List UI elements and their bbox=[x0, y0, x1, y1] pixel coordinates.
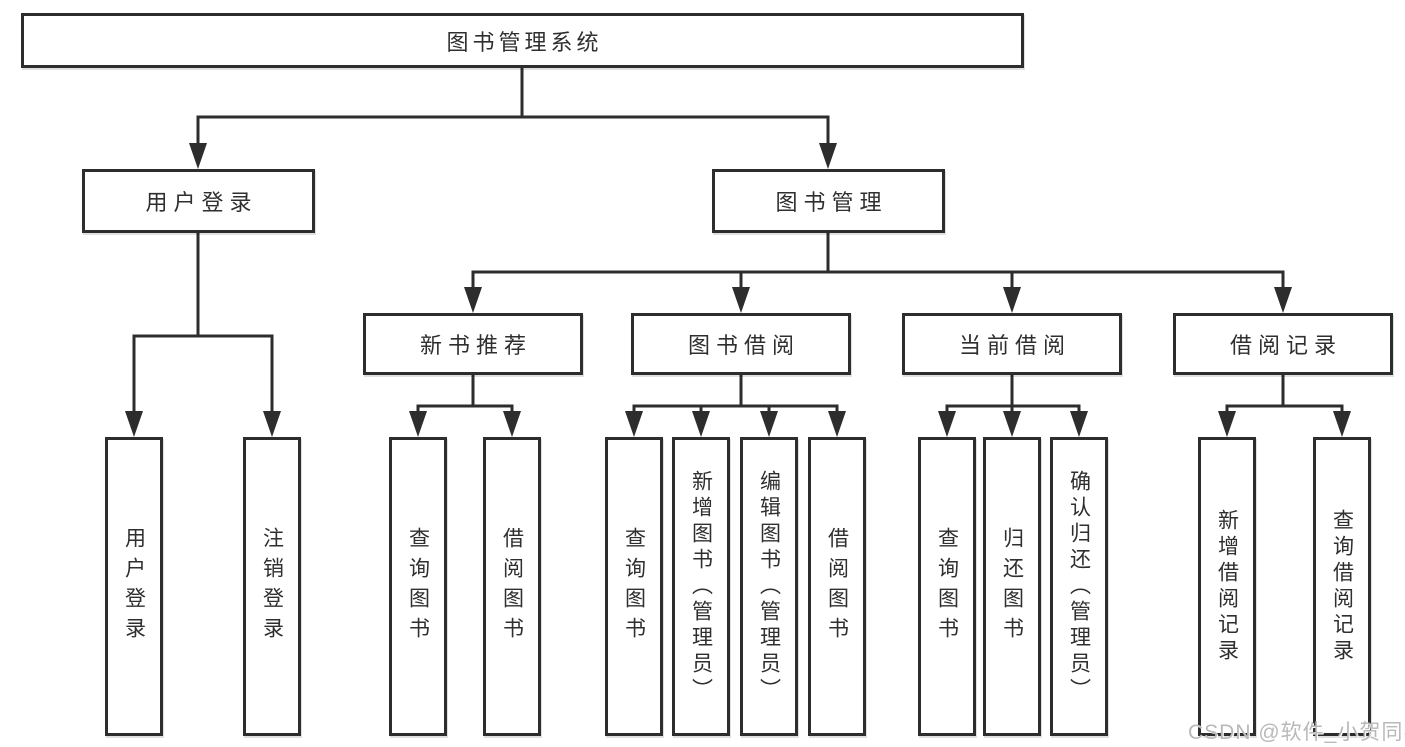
node-borrow-records-label: 借阅记录 bbox=[1229, 333, 1342, 358]
watermark: CSDN @软件_小贺同学 bbox=[1188, 721, 1405, 744]
leaf-add-borrow-record: 新增借阅记录 bbox=[1198, 437, 1256, 736]
leaf-edit-book-admin: 编辑图书（管理员） bbox=[740, 437, 798, 736]
leaf-query-book-current: 查询图书 bbox=[918, 437, 976, 736]
leaf-borrow-book-label: 借阅图书 bbox=[825, 526, 849, 647]
leaf-logout: 注销登录 bbox=[243, 437, 301, 736]
leaf-query-book-recommend: 查询图书 bbox=[389, 437, 447, 736]
node-new-book-recommend-label: 新书推荐 bbox=[419, 333, 532, 358]
leaf-borrow-book-recommend: 借阅图书 bbox=[483, 437, 541, 736]
leaf-query-book-recommend-label: 查询图书 bbox=[406, 526, 430, 647]
leaf-confirm-return-admin-label: 确认归还（管理员） bbox=[1067, 469, 1091, 704]
arrowheads bbox=[125, 143, 1351, 437]
node-book-management: 图书管理 bbox=[712, 169, 945, 233]
node-borrow-records: 借阅记录 bbox=[1173, 313, 1393, 375]
leaf-return-book-label: 归还图书 bbox=[1000, 526, 1024, 647]
leaf-borrow-book: 借阅图书 bbox=[808, 437, 866, 736]
leaf-add-book-admin: 新增图书（管理员） bbox=[672, 437, 730, 736]
node-book-borrow-label: 图书借阅 bbox=[687, 333, 800, 358]
node-user-login-label: 用户登录 bbox=[145, 190, 258, 215]
leaf-query-book-borrow: 查询图书 bbox=[605, 437, 663, 736]
node-user-login: 用户登录 bbox=[82, 169, 315, 233]
node-root-label: 图书管理系统 bbox=[446, 29, 603, 55]
leaf-return-book: 归还图书 bbox=[983, 437, 1041, 736]
leaf-add-borrow-record-label: 新增借阅记录 bbox=[1215, 508, 1239, 665]
node-current-borrow: 当前借阅 bbox=[902, 313, 1122, 375]
leaf-add-book-admin-label: 新增图书（管理员） bbox=[689, 469, 713, 704]
node-book-borrow: 图书借阅 bbox=[631, 313, 851, 375]
leaf-query-borrow-record-label: 查询借阅记录 bbox=[1330, 508, 1354, 665]
leaf-user-login: 用户登录 bbox=[105, 437, 163, 736]
leaf-logout-label: 注销登录 bbox=[260, 526, 284, 647]
leaf-borrow-book-recommend-label: 借阅图书 bbox=[500, 526, 524, 647]
leaf-query-book-current-label: 查询图书 bbox=[935, 526, 959, 647]
node-current-borrow-label: 当前借阅 bbox=[958, 333, 1071, 358]
leaf-edit-book-admin-label: 编辑图书（管理员） bbox=[757, 469, 781, 704]
leaf-confirm-return-admin: 确认归还（管理员） bbox=[1050, 437, 1108, 736]
node-new-book-recommend: 新书推荐 bbox=[363, 313, 583, 375]
leaf-query-borrow-record: 查询借阅记录 bbox=[1313, 437, 1371, 736]
leaf-query-book-borrow-label: 查询图书 bbox=[622, 526, 646, 647]
leaf-user-login-label: 用户登录 bbox=[122, 526, 146, 647]
node-root: 图书管理系统 bbox=[21, 13, 1024, 68]
node-book-management-label: 图书管理 bbox=[775, 190, 888, 215]
